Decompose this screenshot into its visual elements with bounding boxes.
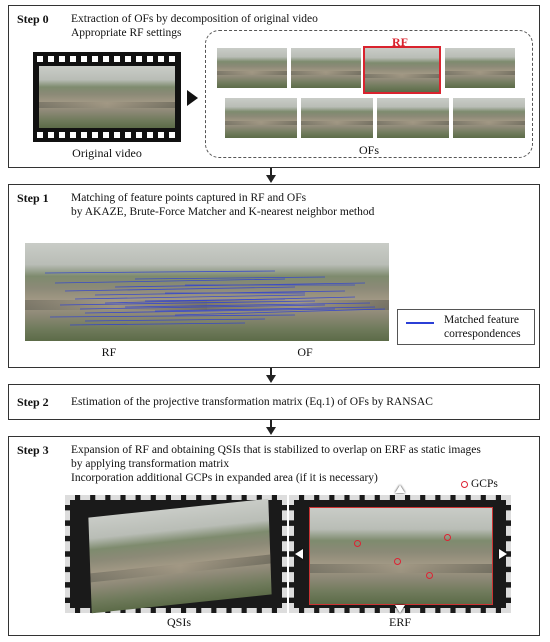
of-frame-7 [377, 98, 449, 138]
erf-canvas [289, 495, 511, 613]
qsi-caption: QSIs [166, 615, 191, 629]
original-video-caption: Original video [72, 146, 142, 160]
step3-line1: Expansion of RF and obtaining QSIs that … [71, 444, 481, 456]
step0-line2: Appropriate RF settings [71, 27, 182, 39]
legend-text-2: correspondences [444, 328, 521, 340]
ofs-group [205, 30, 533, 158]
expand-left-arrow-icon [295, 549, 303, 559]
ofs-caption: OFs [358, 143, 379, 157]
original-video-filmstrip [33, 52, 181, 142]
film-holes-bottom [37, 132, 177, 138]
legend-text-1: Matched feature [444, 314, 520, 326]
match-legend: Matched feature correspondences [397, 309, 535, 345]
step3-line2: by applying transformation matrix [71, 458, 230, 470]
gcp-marker-3 [444, 534, 451, 541]
step1-line1: Matching of feature points captured in R… [71, 192, 307, 204]
film-holes-top [37, 56, 177, 62]
rf-match-caption: RF [101, 345, 117, 359]
of-frame-6 [301, 98, 373, 138]
play-arrow-icon [187, 90, 198, 106]
gcp-marker-4 [426, 572, 433, 579]
erf-image [309, 507, 493, 605]
rf-frame [363, 46, 441, 94]
erf-caption: ERF [388, 615, 411, 629]
step2-line1: Estimation of the projective transformat… [71, 396, 433, 408]
of-frame-2 [291, 48, 361, 88]
rf-tag: RF [392, 35, 408, 49]
legend-line-swatch [406, 322, 434, 324]
of-frame-8 [453, 98, 525, 138]
qsi-image [88, 498, 272, 614]
step3-panel: Step 3 Expansion of RF and obtaining QSI… [8, 436, 540, 636]
qsi-canvas [65, 495, 287, 614]
expand-right-arrow-icon [499, 549, 507, 559]
step1-panel: Step 1 Matching of feature points captur… [8, 184, 540, 368]
of-frame-1 [217, 48, 287, 88]
gcp-legend-marker [461, 481, 468, 488]
step2-panel: Step 2 Estimation of the projective tran… [8, 384, 540, 420]
step0-panel: Step 0 Extraction of OFs by decompositio… [8, 5, 540, 168]
of-match-caption: OF [297, 345, 313, 359]
step0-line1: Extraction of OFs by decomposition of or… [71, 13, 318, 25]
step1-line2: by AKAZE, Brute-Force Matcher and K-near… [71, 206, 375, 218]
expand-up-arrow-icon [395, 485, 405, 493]
original-video-frame [39, 66, 175, 128]
of-frame-5 [225, 98, 297, 138]
step1-label: Step 1 [17, 191, 49, 205]
match-lines [44, 270, 386, 326]
step3-label: Step 3 [17, 443, 49, 457]
step2-label: Step 2 [17, 395, 49, 409]
gcp-legend-label: GCPs [471, 478, 498, 490]
step3-line3: Incorporation additional GCPs in expande… [71, 472, 378, 484]
gcp-marker-1 [354, 540, 361, 547]
of-frame-4 [445, 48, 515, 88]
gcp-marker-2 [394, 558, 401, 565]
step0-label: Step 0 [17, 12, 49, 26]
expand-down-arrow-icon [395, 605, 405, 613]
